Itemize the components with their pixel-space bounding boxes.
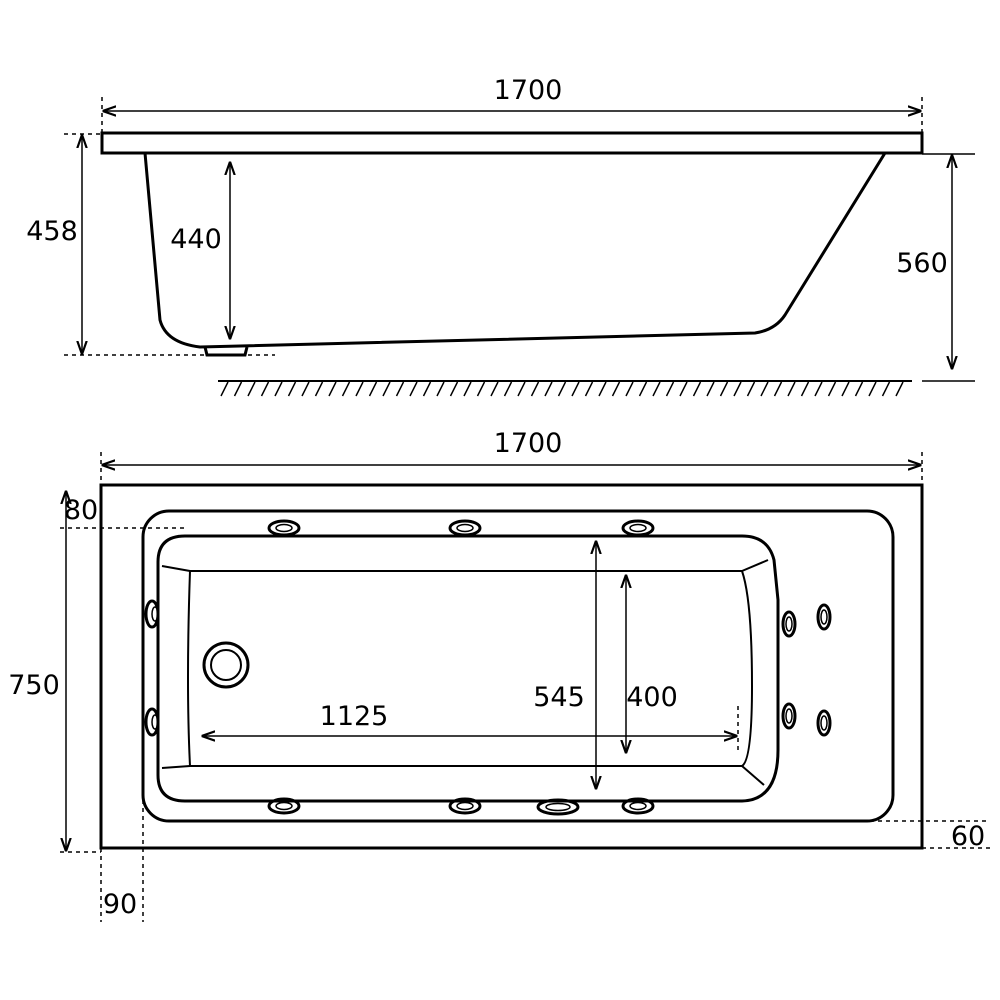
floor-hatch-stroke bbox=[571, 381, 580, 397]
floor-hatch-stroke bbox=[746, 381, 756, 397]
jet bbox=[781, 610, 797, 638]
jet bbox=[781, 702, 797, 730]
floor-hatch-stroke bbox=[584, 381, 594, 397]
floor-hatch-stroke bbox=[773, 381, 783, 397]
top-view: 1700 750 80 60 90 1125 545 400 bbox=[8, 428, 990, 922]
floor-hatch-stroke bbox=[368, 381, 378, 397]
floor-hatch-stroke bbox=[638, 381, 648, 397]
floor-hatch-stroke bbox=[760, 381, 769, 397]
floor-hatch-stroke bbox=[787, 381, 796, 397]
left-rim-label: 90 bbox=[103, 889, 137, 920]
floor-hatch-stroke bbox=[409, 381, 418, 397]
floor-hatch-stroke bbox=[341, 381, 351, 397]
side-tub-body bbox=[143, 152, 887, 349]
floor-hatch-stroke bbox=[665, 381, 675, 397]
floor-hatch-stroke bbox=[503, 381, 513, 397]
floor-hatch-stroke bbox=[868, 381, 877, 397]
floor-hatch-stroke bbox=[530, 381, 540, 397]
floor-hatch-stroke bbox=[422, 381, 432, 397]
floor-hatch-stroke bbox=[544, 381, 553, 397]
side-total-height-label: 458 bbox=[26, 216, 78, 247]
jet bbox=[621, 797, 655, 815]
floor-hatch-stroke bbox=[463, 381, 472, 397]
floor-hatch-stroke bbox=[355, 381, 364, 397]
floor-hatch-stroke bbox=[490, 381, 499, 397]
floor-hatch-stroke bbox=[328, 381, 337, 397]
floor-hatch-stroke bbox=[841, 381, 850, 397]
jet bbox=[448, 797, 482, 815]
top-width-label: 750 bbox=[8, 670, 60, 701]
side-length-label: 1700 bbox=[494, 75, 563, 106]
floor-hatch-stroke bbox=[274, 381, 283, 397]
floor-hatch-stroke bbox=[611, 381, 621, 397]
drain-outer bbox=[202, 641, 250, 689]
jet bbox=[267, 519, 301, 537]
floor-hatch-stroke bbox=[706, 381, 715, 397]
top-rim-label: 80 bbox=[64, 495, 98, 526]
floor-hatch-stroke bbox=[679, 381, 688, 397]
jet bbox=[144, 707, 160, 737]
top-basin-bottom bbox=[187, 570, 754, 767]
bottom-width-label: 400 bbox=[626, 682, 678, 713]
floor-hatch-stroke bbox=[287, 381, 297, 397]
floor-hatch-stroke bbox=[260, 381, 270, 397]
top-basin-outline bbox=[156, 534, 780, 803]
side-rim bbox=[100, 131, 924, 155]
bottom-length-label: 1125 bbox=[320, 701, 389, 732]
floor-hatch-stroke bbox=[652, 381, 661, 397]
floor-hatch-stroke bbox=[557, 381, 567, 397]
floor-hatch-stroke bbox=[476, 381, 486, 397]
floor-hatch-stroke bbox=[436, 381, 445, 397]
floor-hatch-stroke bbox=[895, 381, 904, 397]
floor-hatch-stroke bbox=[314, 381, 324, 397]
inner-width-label: 545 bbox=[533, 682, 585, 713]
floor-hatch-stroke bbox=[220, 381, 229, 397]
side-floor-height-label: 560 bbox=[896, 248, 948, 279]
floor-hatch-stroke bbox=[382, 381, 391, 397]
floor-hatch-stroke bbox=[395, 381, 405, 397]
floor-hatch-stroke bbox=[301, 381, 310, 397]
jet bbox=[144, 599, 160, 629]
floor-hatch-stroke bbox=[517, 381, 526, 397]
top-length-label: 1700 bbox=[494, 428, 563, 459]
floor-hatch bbox=[220, 381, 904, 397]
top-outer-frame bbox=[99, 483, 924, 850]
jet bbox=[816, 709, 832, 737]
floor-hatch-stroke bbox=[233, 381, 243, 397]
floor-hatch-stroke bbox=[449, 381, 459, 397]
top-rim-edge bbox=[141, 509, 895, 823]
floor-hatch-stroke bbox=[625, 381, 634, 397]
jet bbox=[267, 797, 301, 815]
floor-hatch-stroke bbox=[719, 381, 729, 397]
floor-hatch-stroke bbox=[800, 381, 810, 397]
jet bbox=[816, 603, 832, 631]
side-view: 1700 458 440 560 bbox=[26, 75, 975, 397]
floor-hatch-stroke bbox=[598, 381, 607, 397]
right-rim-label: 60 bbox=[951, 821, 985, 852]
floor-hatch-stroke bbox=[881, 381, 891, 397]
jet bbox=[448, 519, 482, 537]
floor-hatch-stroke bbox=[827, 381, 837, 397]
floor-hatch-stroke bbox=[733, 381, 742, 397]
jet bbox=[621, 519, 655, 537]
drain-inner bbox=[210, 649, 242, 681]
side-inner-depth-label: 440 bbox=[170, 224, 222, 255]
floor-hatch-stroke bbox=[814, 381, 823, 397]
control-panel bbox=[536, 798, 580, 816]
floor-hatch-stroke bbox=[247, 381, 256, 397]
floor-hatch-stroke bbox=[854, 381, 864, 397]
floor-hatch-stroke bbox=[692, 381, 702, 397]
